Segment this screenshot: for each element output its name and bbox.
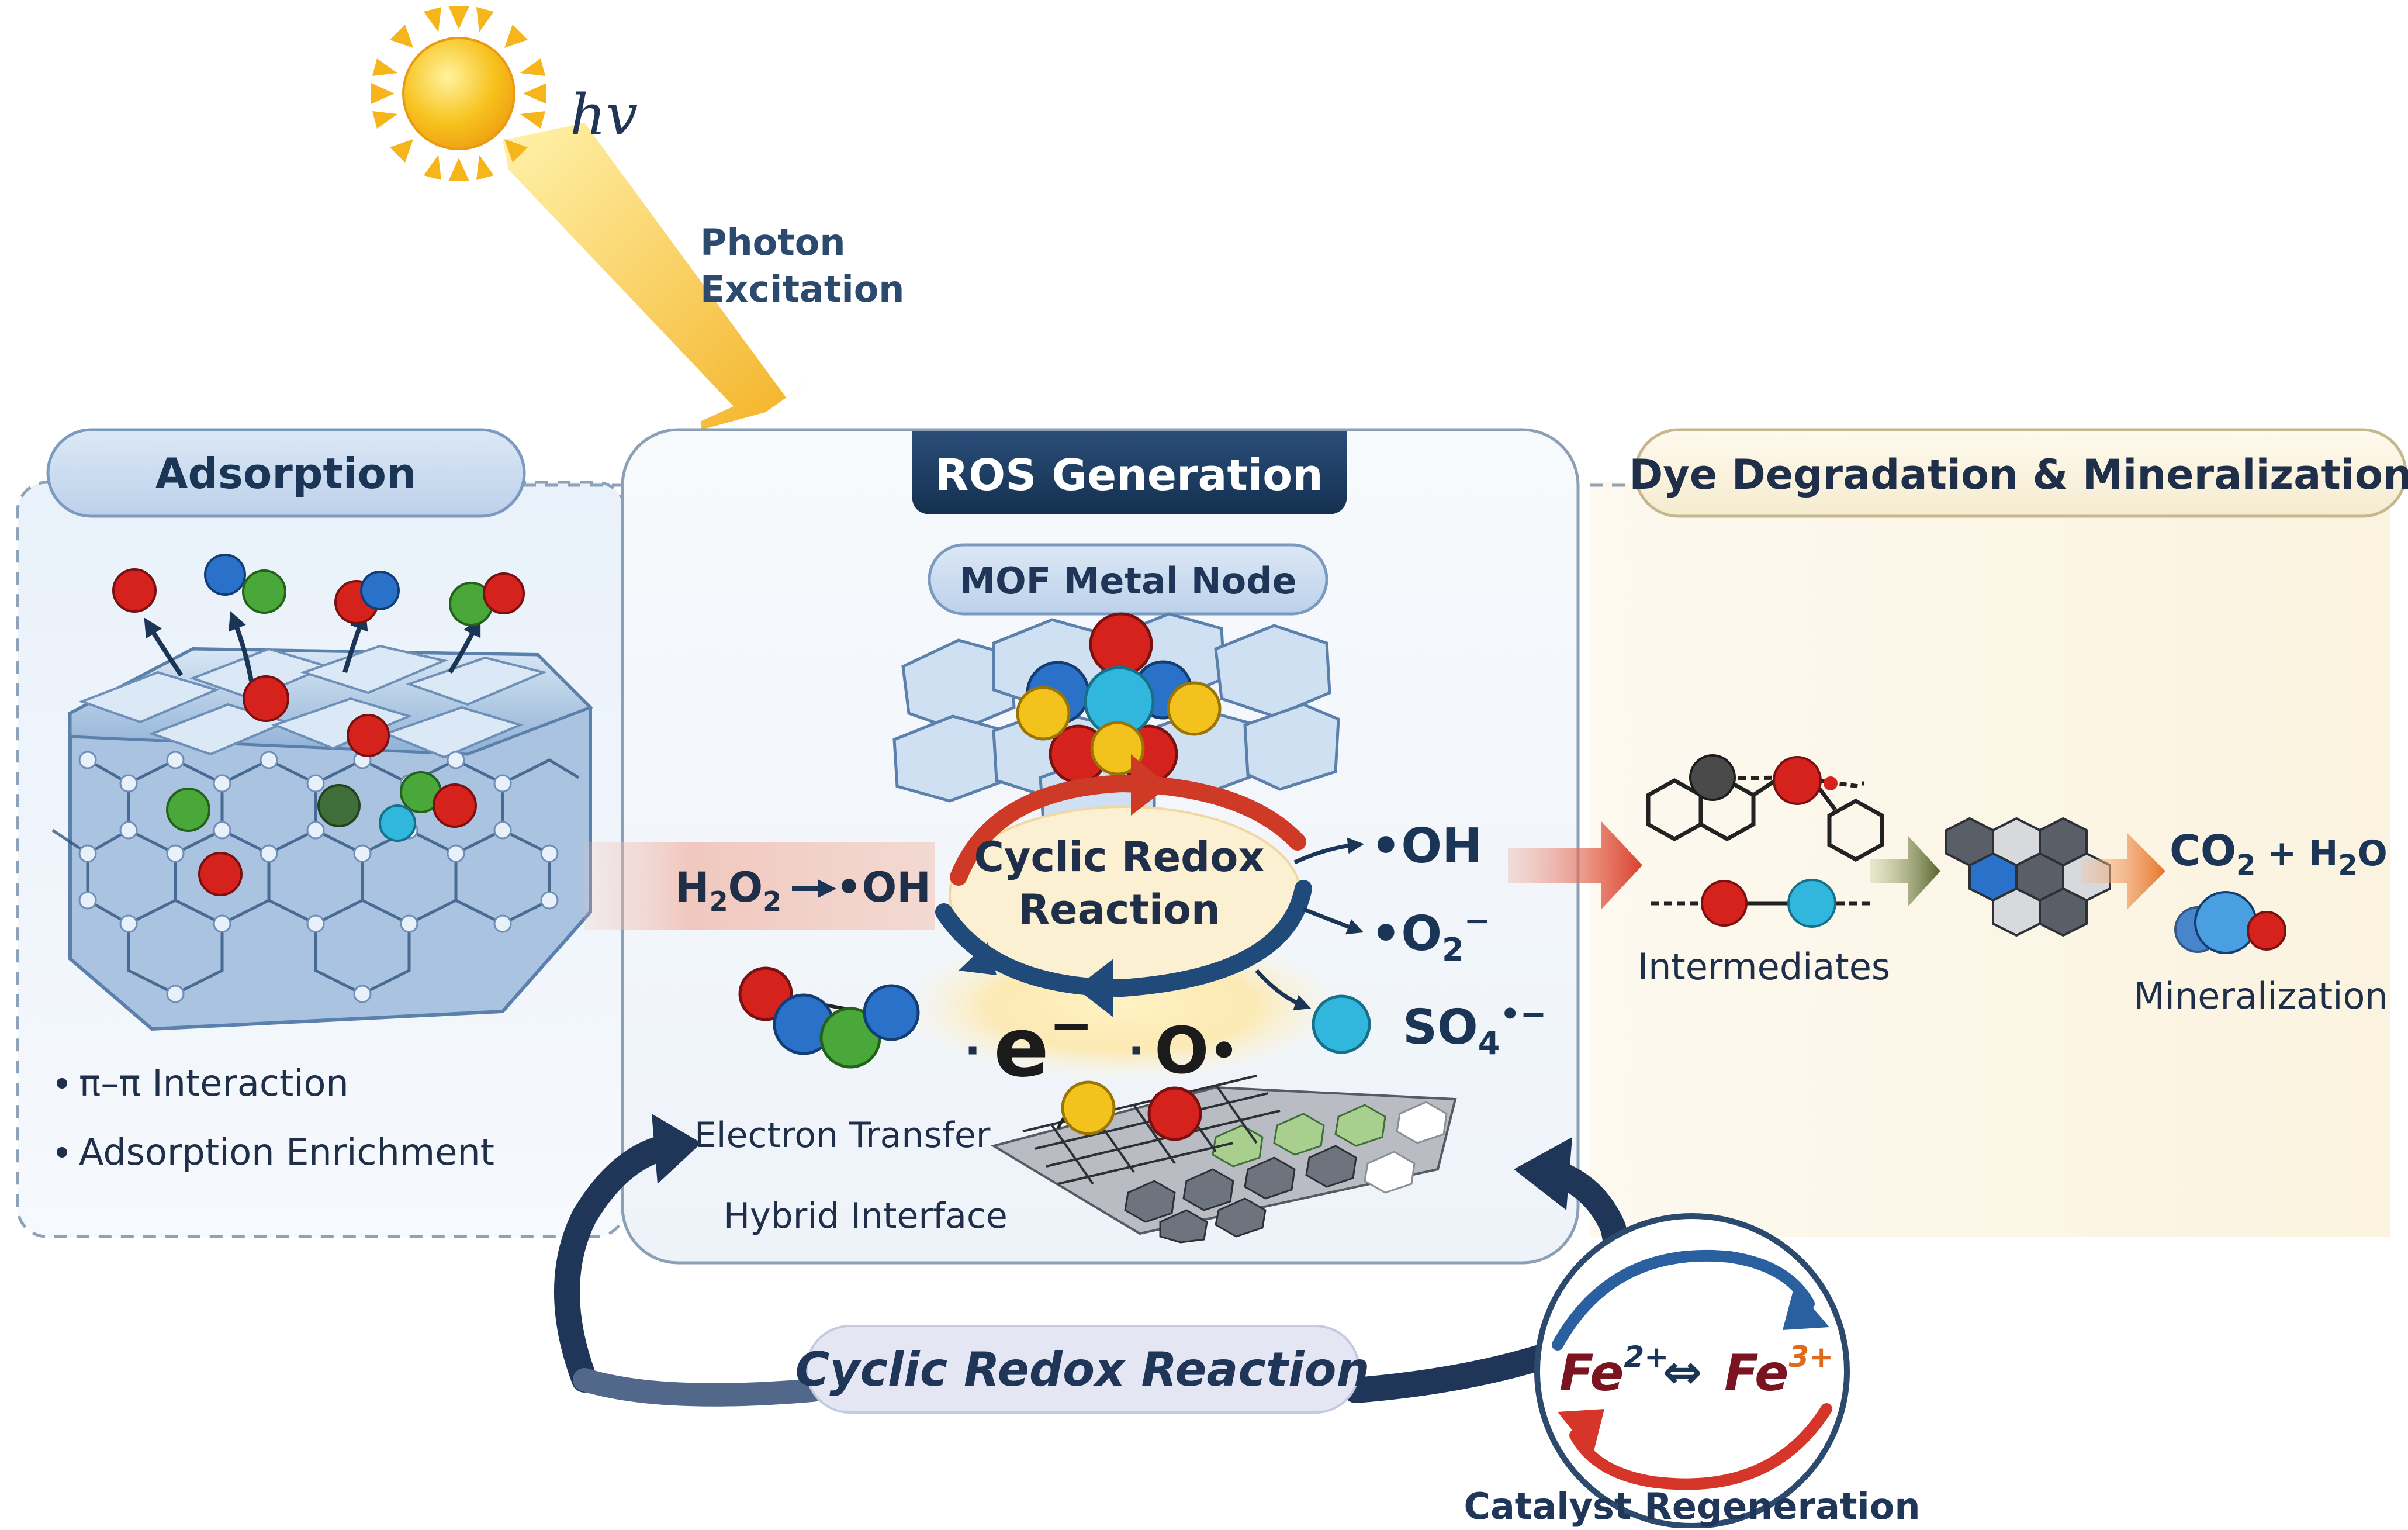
bullet-adsorption-enrichment: Adsorption Enrichment	[79, 1131, 494, 1173]
svg-text:H2O2: H2O2	[675, 864, 781, 917]
cycle-label-pill: Cyclic Redox Reaction	[795, 1325, 1370, 1414]
cycle-label-2: Reaction	[1018, 886, 1220, 934]
oh-radical: •OH	[1371, 818, 1482, 874]
transfer-band	[584, 842, 935, 930]
sulfate-atom	[1312, 994, 1371, 1054]
hybrid-interface-label: Hybrid Interface	[724, 1196, 1008, 1237]
h2o2-product: •OH	[836, 864, 931, 911]
orange-arrow	[2081, 833, 2165, 909]
aromatic-fragment-illustration	[1945, 817, 2111, 937]
catalyst-regeneration-label: Catalyst Regeneration	[1464, 1485, 1920, 1528]
co2-water-label: CO2 + H2O	[2170, 826, 2388, 882]
mof-node-pill: MOF Metal Node	[928, 543, 1328, 616]
hybrid-interface-illustration: Electron Transfer Hybrid Interface	[694, 1075, 1457, 1244]
cycle-arrowhead-bottom	[1075, 959, 1113, 1017]
light-source: hv Photon Excitation	[371, 6, 904, 430]
hv-label: hv	[570, 82, 638, 148]
dye-molecule-chain	[738, 966, 920, 1069]
ros-title-header: ROS Generation	[912, 431, 1347, 514]
cycle-reaction-label: Cyclic Redox Reaction	[795, 1342, 1370, 1397]
bullet-pi-interaction: π–π Interaction	[79, 1062, 349, 1104]
photon-label-2: Excitation	[700, 268, 904, 310]
loop-arrowhead-left	[652, 1114, 701, 1184]
cycle-label-1: Cyclic Redox	[974, 833, 1264, 881]
loop-arrowhead-right	[1514, 1137, 1572, 1210]
mineralization-label: Mineralization	[2133, 975, 2388, 1017]
fe3-label: Fe3+	[1724, 1340, 1833, 1403]
svg-text:·: ·	[1128, 1025, 1144, 1076]
adsorption-title-pill: Adsorption	[46, 428, 526, 518]
cycle-arrowhead-top	[1131, 754, 1169, 816]
superoxide-radical: •O2−	[1371, 902, 1490, 968]
olive-arrow	[1870, 836, 1940, 906]
electron-transfer-label: Electron Transfer	[694, 1115, 991, 1156]
ros-products: •OH •O2− SO4•−	[1255, 818, 1546, 1062]
fe2-label: Fe2+	[1559, 1340, 1669, 1403]
degradation-title-pill: Dye Degradation & Mineralization	[1629, 428, 2408, 518]
degradation-title: Dye Degradation & Mineralization	[1629, 451, 2408, 499]
adsorption-title: Adsorption	[155, 449, 416, 498]
svg-text:·: ·	[964, 1025, 981, 1076]
mof-node-label: MOF Metal Node	[959, 559, 1296, 602]
porous-framework-illustration	[51, 554, 593, 1031]
intermediates-label: Intermediates	[1638, 945, 1890, 988]
h2o2-equation: H2O2 •OH	[675, 864, 931, 917]
sun-icon	[371, 6, 546, 181]
photon-label-1: Photon	[700, 221, 846, 264]
equilibrium-arrow: ⇔	[1663, 1345, 1702, 1399]
sulfate-radical: SO4•−	[1403, 996, 1546, 1062]
redox-cycle: Cyclic Redox Reaction	[935, 754, 1312, 1017]
degradation-arrow	[1508, 821, 1642, 909]
electron-label: e−	[994, 995, 1093, 1096]
electron-species: · e− · O•	[964, 995, 1239, 1096]
fe-redox-badge: Fe2+ ⇔ Fe3+	[1534, 1213, 1850, 1529]
intermediates-illustration: Intermediates	[1638, 754, 1890, 988]
ros-title: ROS Generation	[935, 450, 1323, 500]
mineralization-products: CO2 + H2O Mineralization	[2133, 826, 2388, 1017]
oxygen-radical-label: O•	[1154, 1013, 1239, 1088]
adsorption-bullets: π–π Interaction Adsorption Enrichment	[57, 1062, 494, 1173]
